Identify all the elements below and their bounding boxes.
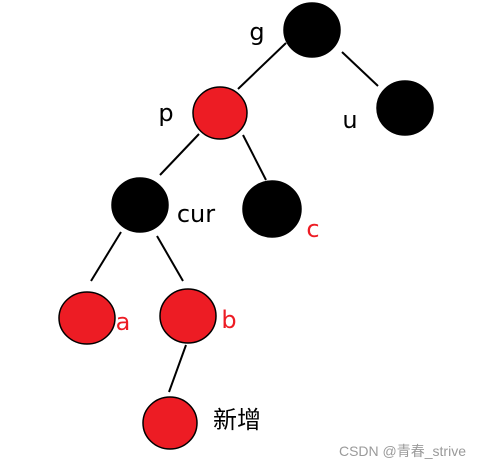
edge-b-new	[168, 344, 187, 393]
node-g	[283, 2, 341, 58]
edge-g-u	[341, 51, 379, 87]
node-label-c: c	[306, 215, 319, 243]
node-label-b: b	[221, 306, 236, 334]
edges-layer	[90, 42, 379, 393]
edge-g-p	[237, 42, 287, 90]
node-label-a: a	[116, 308, 131, 336]
node-a	[58, 291, 116, 345]
node-b	[159, 288, 217, 344]
edge-p-cur	[159, 133, 200, 176]
edge-p-c	[242, 134, 267, 181]
node-u	[376, 80, 434, 136]
node-label-g: g	[249, 18, 264, 46]
node-label-u: u	[342, 106, 357, 134]
nodes-layer	[58, 2, 434, 450]
node-label-new: 新增	[213, 406, 261, 434]
node-p	[192, 86, 248, 140]
edge-cur-b	[156, 235, 184, 282]
node-new	[142, 396, 198, 450]
node-label-p: p	[158, 99, 173, 127]
node-cur	[111, 177, 169, 233]
node-label-cur: cur	[177, 200, 215, 228]
watermark: CSDN @青春_strive	[339, 443, 466, 459]
labels-layer: g p u cur c a b 新增	[116, 18, 358, 434]
node-c	[242, 180, 302, 238]
edge-cur-a	[90, 231, 122, 282]
